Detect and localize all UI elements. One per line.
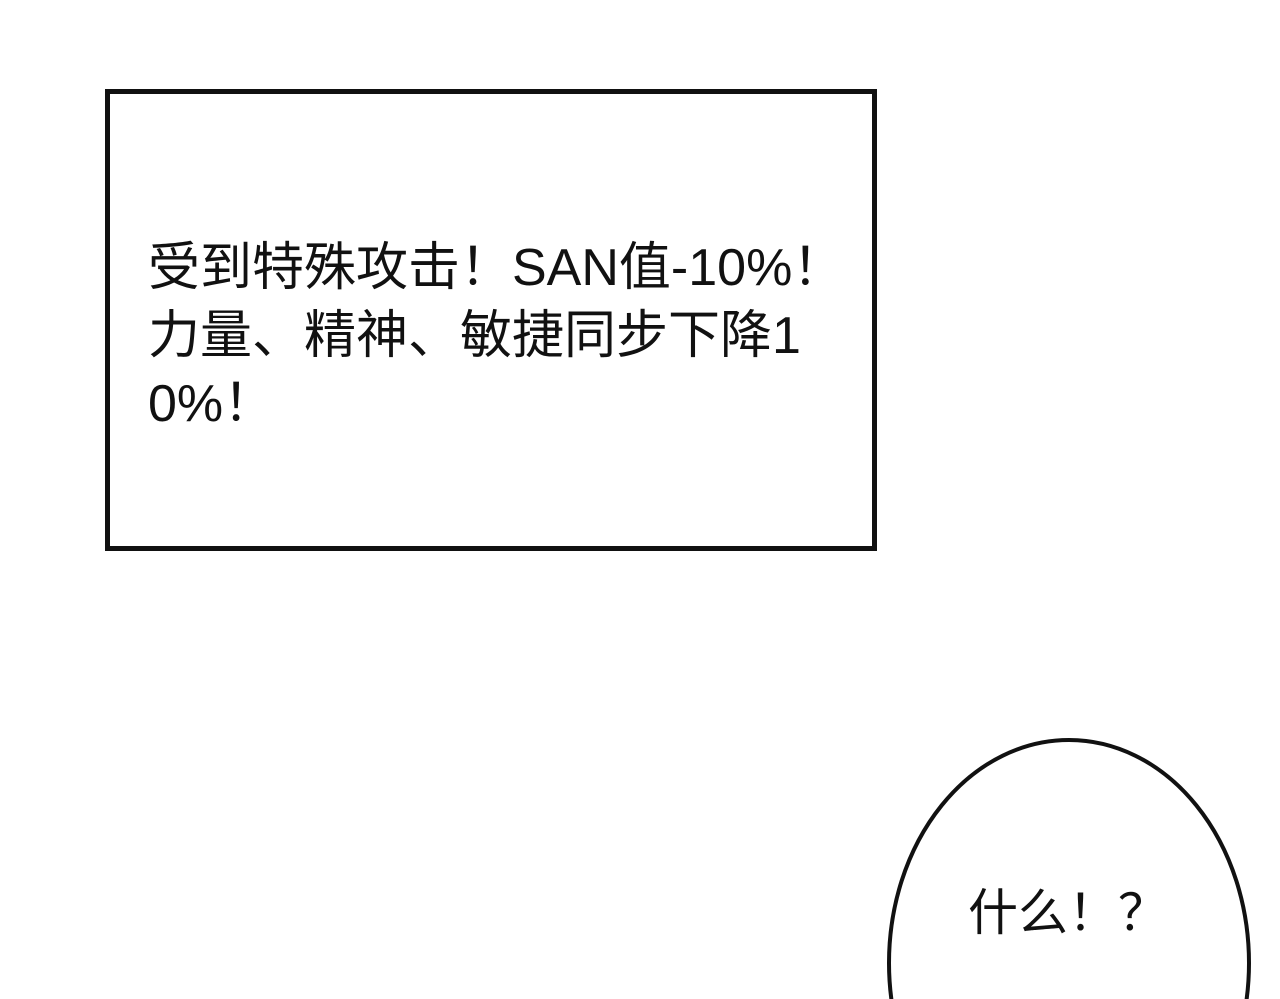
speech-balloon-outline xyxy=(887,738,1251,999)
speech-balloon xyxy=(886,737,1252,999)
narration-caption-text: 受到特殊攻击！SAN值-10%！力量、精神、敏捷同步下降10%！ xyxy=(148,239,845,433)
speech-balloon-text: 什么！？ xyxy=(968,885,1168,941)
narration-caption-box: 受到特殊攻击！SAN值-10%！力量、精神、敏捷同步下降10%！ xyxy=(105,89,877,551)
speech-balloon-ellipse xyxy=(887,738,1251,999)
